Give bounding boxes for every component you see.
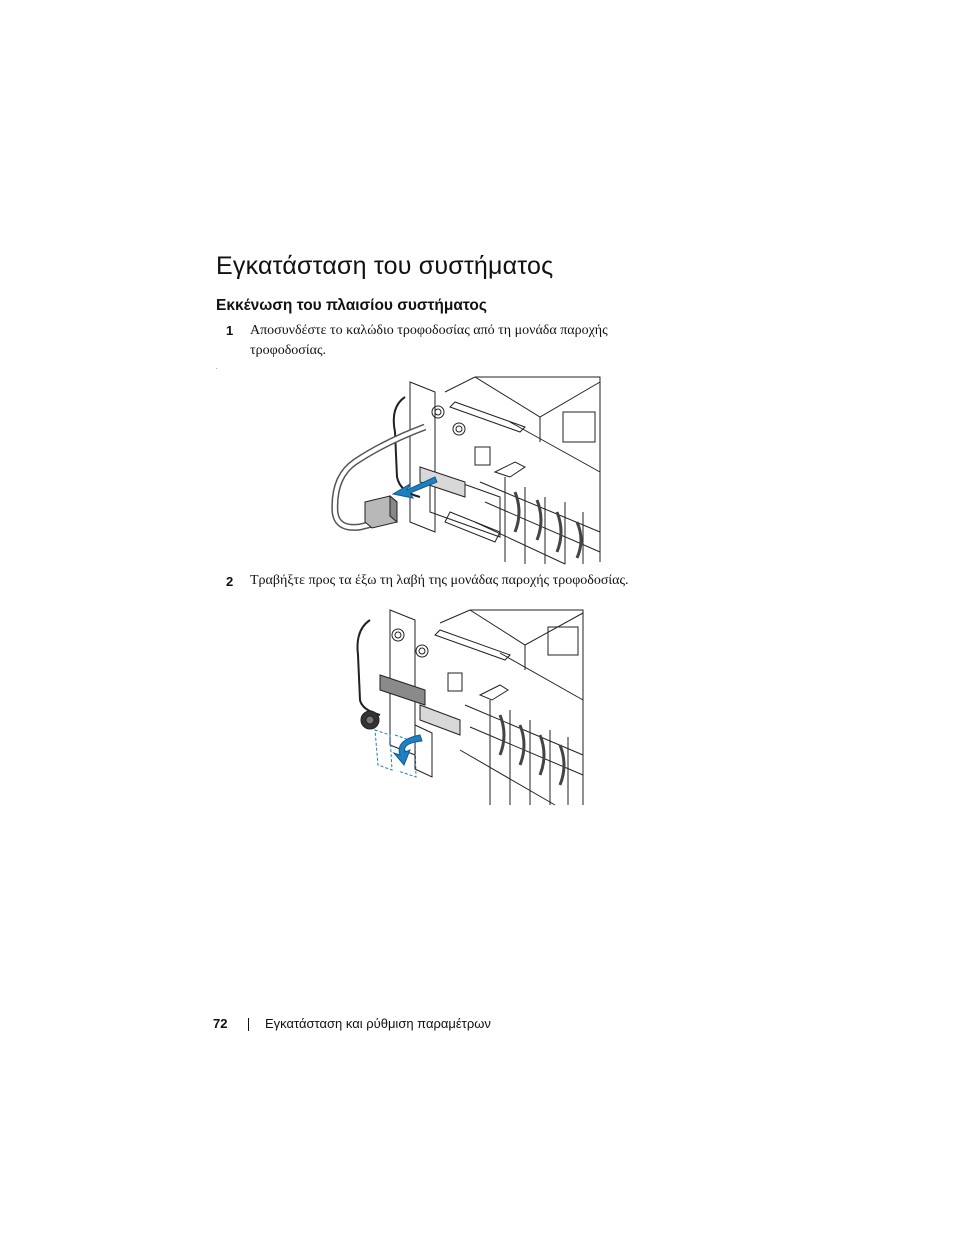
step-1-number: 1 — [226, 323, 234, 338]
step-2-number: 2 — [226, 574, 234, 589]
page-number: 72 — [213, 1016, 228, 1031]
figure-pull-psu-handle — [356, 609, 584, 806]
step-1-text-line-2: τροφοδοσίας. — [250, 343, 326, 358]
figure-unplug-power-cable — [331, 376, 601, 565]
section-title: Εγκατάσταση του συστήματος — [216, 252, 554, 280]
footer-chapter-title: Εγκατάσταση και ρύθμιση παραμέτρων — [265, 1016, 491, 1031]
stray-mark: . — [216, 365, 218, 371]
subsection-title: Εκκένωση του πλαισίου συστήματος — [216, 297, 487, 314]
step-2-text-line-1: Τραβήξτε προς τα έξω τη λαβή της μονάδας… — [250, 573, 629, 588]
footer-separator — [248, 1018, 249, 1031]
step-1-text-line-1: Αποσυνδέστε το καλώδιο τροφοδοσίας από τ… — [250, 323, 608, 338]
